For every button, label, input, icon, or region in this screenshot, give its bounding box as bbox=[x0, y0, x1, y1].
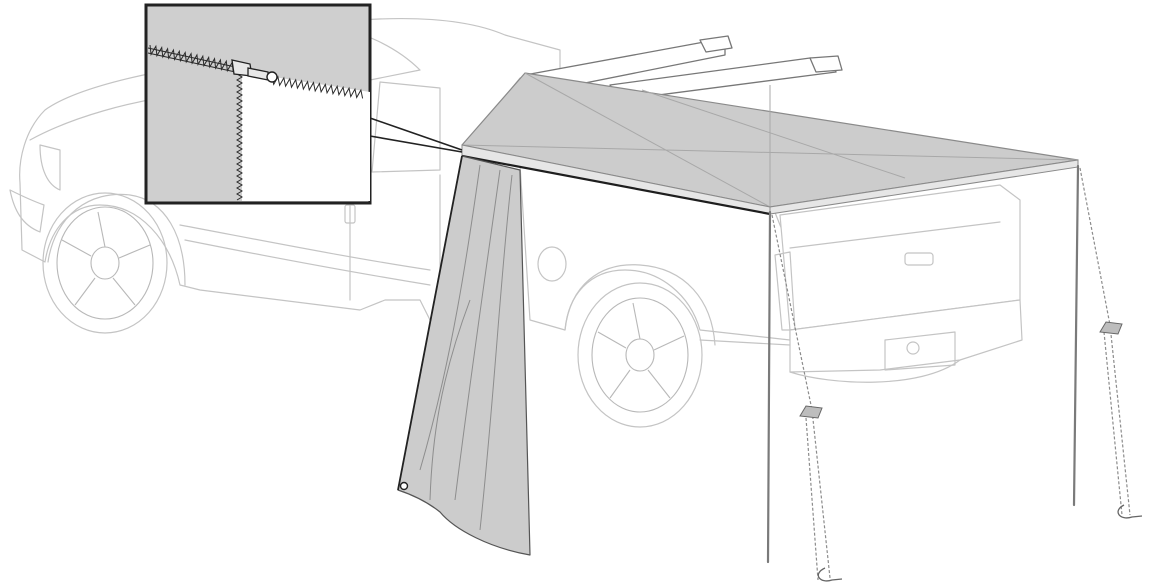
inset-callout-line bbox=[369, 117, 463, 153]
guy-rope-rear-2 bbox=[1103, 331, 1123, 516]
canopy-seams bbox=[461, 72, 1079, 208]
truck-underside bbox=[699, 339, 961, 383]
pole-front bbox=[766, 210, 772, 564]
ground-stake-rear bbox=[1117, 504, 1143, 519]
side-wall bbox=[397, 155, 531, 556]
inset-panel-light bbox=[242, 72, 370, 201]
door-handle bbox=[344, 204, 356, 224]
rope-tensioner-front bbox=[799, 405, 823, 419]
guy-rope-rear bbox=[1079, 167, 1131, 516]
license-plate-recess bbox=[884, 331, 956, 371]
tailgate bbox=[779, 184, 1021, 331]
zipper-detail-inset bbox=[144, 3, 463, 205]
front-fender bbox=[47, 193, 186, 286]
fuel-door bbox=[537, 246, 567, 282]
rear-fender bbox=[564, 264, 716, 346]
front-bumper bbox=[9, 189, 45, 233]
front-wheel bbox=[42, 192, 168, 334]
tailgate-handle bbox=[904, 252, 934, 266]
roof-rail-rear-foot bbox=[809, 55, 843, 73]
roof-rack bbox=[524, 35, 843, 101]
canopy-attach-edge bbox=[461, 154, 771, 216]
inset-zipper-teeth-left bbox=[149, 44, 234, 73]
trailer-hitch bbox=[906, 341, 920, 355]
support-poles bbox=[766, 164, 1080, 564]
pole-rear bbox=[1072, 164, 1080, 507]
inset-zipper-pull-ring bbox=[266, 71, 278, 83]
side-wall-panel bbox=[397, 155, 531, 556]
body-side-molding-lower bbox=[184, 239, 431, 286]
guy-rope-front bbox=[771, 214, 831, 579]
zipper-line bbox=[397, 155, 463, 491]
wall-grommet bbox=[399, 481, 409, 491]
side-wall-folds bbox=[419, 164, 513, 531]
rear-wheel bbox=[577, 282, 703, 428]
rear-window bbox=[371, 81, 441, 173]
ground-stake-front bbox=[817, 567, 843, 582]
guy-rope-front-2 bbox=[805, 417, 819, 581]
headlight bbox=[39, 144, 61, 191]
inset-zipper-teeth-right bbox=[271, 75, 364, 99]
rope-tensioner-rear bbox=[1099, 321, 1123, 335]
body-side-molding bbox=[179, 224, 431, 271]
tailgate-top bbox=[789, 221, 1001, 249]
roof-rail-front-foot bbox=[699, 35, 733, 53]
inset-zipper-vertical bbox=[236, 73, 243, 201]
guy-ropes bbox=[771, 167, 1143, 582]
